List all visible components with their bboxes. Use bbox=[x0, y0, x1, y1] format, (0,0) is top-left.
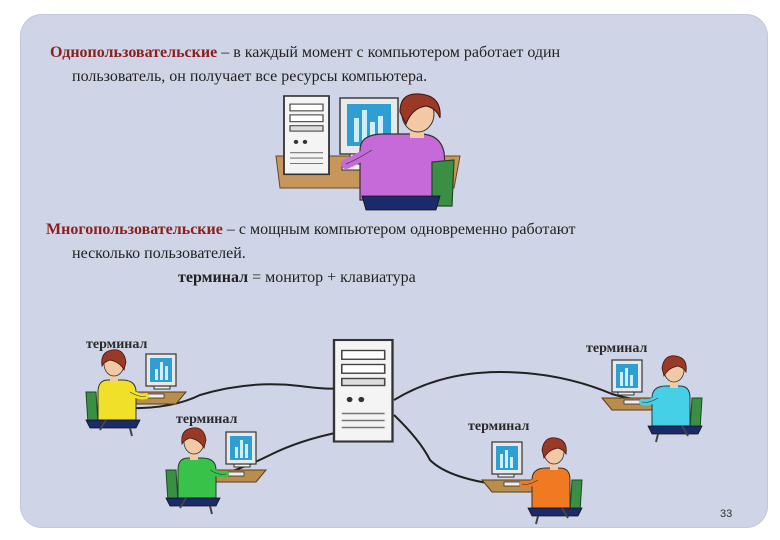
terminal-label-3: терминал bbox=[468, 419, 529, 435]
single-user-workstation bbox=[276, 94, 460, 210]
terminal-label-2: терминал bbox=[176, 412, 237, 428]
terminal-station-4 bbox=[602, 356, 702, 442]
terminal-station-1 bbox=[86, 350, 186, 436]
terminal-station-3 bbox=[482, 438, 582, 524]
server-tower bbox=[334, 340, 393, 442]
page-number: 33 bbox=[720, 508, 732, 520]
terminal-label-1: терминал bbox=[86, 337, 147, 353]
terminal-station-2 bbox=[166, 428, 266, 514]
terminal-label-4: терминал bbox=[586, 341, 647, 357]
